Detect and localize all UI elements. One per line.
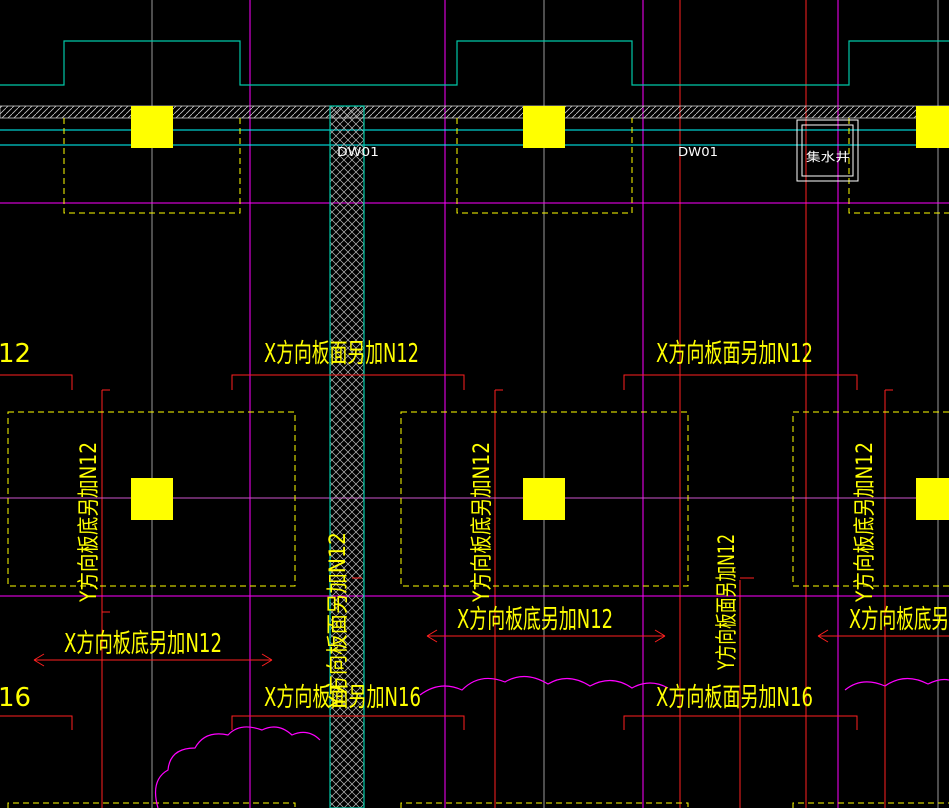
label-x-face-mid: X方向板面另加N16	[264, 683, 421, 713]
annotation-texts: 12 X方向板面另加N12 X方向板面另加N12 Y方向板底另加N12 Y方向板…	[0, 145, 949, 713]
label-dw-right: DW01	[678, 145, 718, 159]
label-x-bottom-left: X方向板底另加N12	[64, 629, 222, 659]
yellow-columns	[131, 106, 949, 520]
sump-pit[interactable]	[796, 119, 859, 182]
label-x-top-left-partial: 12	[0, 339, 31, 369]
teal-foundation-outline	[0, 40, 949, 86]
top-wall-hatch	[0, 105, 949, 119]
label-x-bottom-right: X方向板底另	[849, 605, 949, 635]
revision-clouds	[155, 675, 949, 808]
column-mid-3	[916, 478, 949, 520]
bottom-rebar-arrows	[33, 629, 949, 667]
column-top-2	[523, 106, 565, 148]
column-mid-2	[523, 478, 565, 520]
label-y-strip-right: Y方向板面另加N12	[715, 534, 740, 671]
label-y-left: Y方向板底另加N12	[77, 442, 102, 603]
label-y-right: Y方向板底另加N12	[853, 442, 878, 603]
label-sump: 集水井	[806, 149, 850, 164]
label-dw-left: DW01	[337, 145, 379, 159]
label-x-bottom-mid: X方向板底另加N12	[457, 605, 613, 635]
label-x-top-right: X方向板面另加N12	[656, 339, 813, 369]
column-mid-1	[131, 478, 173, 520]
red-axis-lines	[101, 0, 886, 808]
label-x-face-right: X方向板面另加N16	[656, 683, 813, 713]
magenta-beam-lines	[249, 0, 839, 808]
column-top-1	[131, 106, 173, 148]
rebar-range-brackets	[0, 374, 893, 730]
label-x-face-left-partial: 16	[0, 683, 31, 713]
bottom-dashed-caps	[7, 802, 949, 808]
column-top-3	[916, 106, 949, 148]
vertical-wall-hatch	[329, 105, 365, 808]
label-y-mid: Y方向板底另加N12	[470, 442, 495, 603]
label-x-top-mid: X方向板面另加N12	[264, 339, 419, 369]
middle-dashed-caps	[7, 411, 949, 587]
top-dashed-caps	[63, 118, 949, 214]
label-y-strip-left: Y方向板面另加N12	[326, 532, 351, 709]
